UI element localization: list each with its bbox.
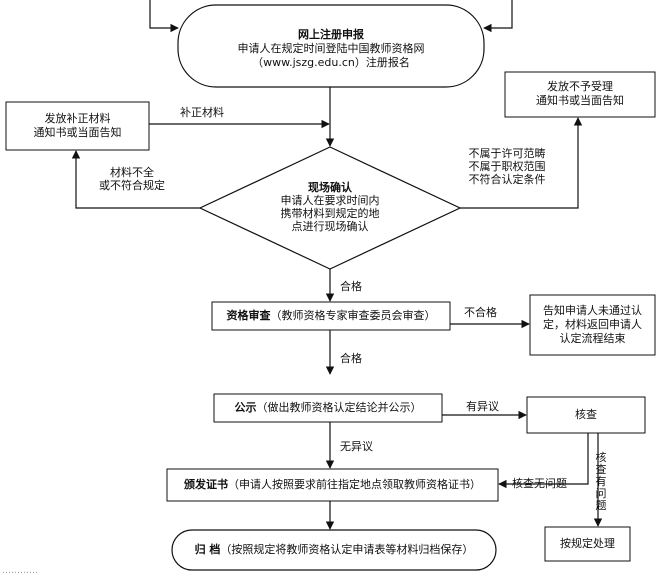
register-line1: 申请人在规定时间登陆中国教师资格网	[237, 42, 425, 55]
edge-label-fail: 不合格	[464, 306, 497, 319]
edge-label-out-of-scope-line1: 不属于许可范畴	[468, 147, 546, 160]
onsite-line1: 申请人在要求时间内	[280, 194, 380, 207]
issue-cert-rest: （申请人按照要求前往指定地点领取教师资格证书）	[228, 478, 481, 491]
edge-label-out-of-scope: 不属于许可范畴 不属于职权范围 不符合认定条件	[452, 147, 562, 186]
review-bold: 资格审查	[226, 309, 271, 322]
verify-box	[526, 396, 646, 434]
qualification-review-box	[211, 301, 451, 331]
onsite-line2: 携带材料到规定的地	[280, 207, 380, 220]
reject-notice-box	[504, 71, 656, 118]
archive-node	[171, 529, 497, 571]
reject-notice-line2: 通知书或当面告知	[536, 94, 624, 107]
onsite-line3: 点进行现场确认	[291, 220, 369, 233]
arrow-onsite-to-reject	[460, 117, 583, 209]
edge-label-incomplete: 材料不全 或不符合规定	[82, 166, 182, 192]
fail-notice-line2: 定，材料返回申请人	[543, 318, 642, 331]
publicity-bold: 公示	[234, 401, 257, 414]
publicity-box	[213, 393, 443, 423]
edge-label-incomplete-line2: 或不符合规定	[99, 179, 165, 192]
edge-label-out-of-scope-line2: 不属于职权范围	[468, 160, 546, 173]
handle-box	[544, 526, 631, 562]
supplement-notice-text: 发放补正材料 通知书或当面告知	[6, 112, 149, 140]
edge-label-pass2: 合格	[340, 352, 362, 365]
register-node-text: 网上注册申报 申请人在规定时间登陆中国教师资格网 （www.jszg.edu.c…	[178, 28, 484, 70]
edge-label-incomplete-line1: 材料不全	[110, 166, 154, 179]
edge-label-supplement: 补正材料	[180, 106, 224, 119]
reject-notice-line1: 发放不予受理	[547, 80, 613, 93]
handle-label: 按规定处理	[560, 537, 615, 550]
onsite-title: 现场确认	[308, 181, 352, 194]
qualification-review-text: 资格审查（教师资格专家审查委员会审查）	[212, 309, 450, 323]
issue-cert-text: 颁发证书（申请人按照要求前往指定地点领取教师资格证书）	[167, 478, 498, 492]
verify-label: 核查	[575, 408, 597, 421]
supplement-notice-line1: 发放补正材料	[44, 112, 111, 125]
reject-notice-text: 发放不予受理 通知书或当面告知	[505, 80, 655, 108]
archive-rest: （按照规定将教师资格认定申请表等材料归档保存）	[220, 543, 474, 556]
archive-bold: 归 档	[194, 543, 221, 556]
register-node	[177, 4, 485, 88]
edge-label-issue-found: 核查有问题	[595, 451, 607, 512]
publicity-text: 公示（做出教师资格认定结论并公示）	[214, 401, 442, 415]
footer-faded-text: …………	[2, 566, 38, 576]
arrow-verify-to-issue	[498, 433, 589, 489]
fail-notice-text: 告知申请人未通过认 定，材料返回申请人 认定流程结束	[530, 304, 655, 346]
archive-text: 归 档（按照规定将教师资格认定申请表等材料归档保存）	[172, 543, 496, 557]
supplement-notice-box	[5, 101, 150, 151]
review-rest: （教师资格专家审查委员会审查）	[270, 309, 436, 322]
edge-label-no-objection: 无异议	[340, 440, 373, 453]
register-line2: （www.jszg.edu.cn）注册报名	[252, 56, 410, 69]
supplement-notice-line2: 通知书或当面告知	[33, 126, 122, 139]
fail-notice-line1: 告知申请人未通过认	[543, 304, 642, 317]
register-title: 网上注册申报	[298, 28, 364, 41]
edge-label-verified-ok: 核查无问题	[512, 477, 567, 490]
fail-notice-box	[529, 294, 656, 356]
arrow-onsite-to-supplement	[71, 150, 200, 209]
edge-label-pass1: 合格	[340, 280, 362, 293]
top-right-connector	[483, 0, 513, 33]
edge-label-objection: 有异议	[466, 400, 499, 413]
edge-label-out-of-scope-line3: 不符合认定条件	[468, 173, 546, 186]
fail-notice-line3: 认定流程结束	[559, 332, 626, 345]
issue-cert-box	[166, 468, 499, 502]
issue-cert-bold: 颁发证书	[184, 478, 228, 491]
top-left-connector	[149, 0, 179, 33]
publicity-rest: （做出教师资格认定结论并公示）	[256, 401, 422, 414]
onsite-text: 现场确认 申请人在要求时间内 携带材料到规定的地 点进行现场确认	[250, 181, 410, 233]
